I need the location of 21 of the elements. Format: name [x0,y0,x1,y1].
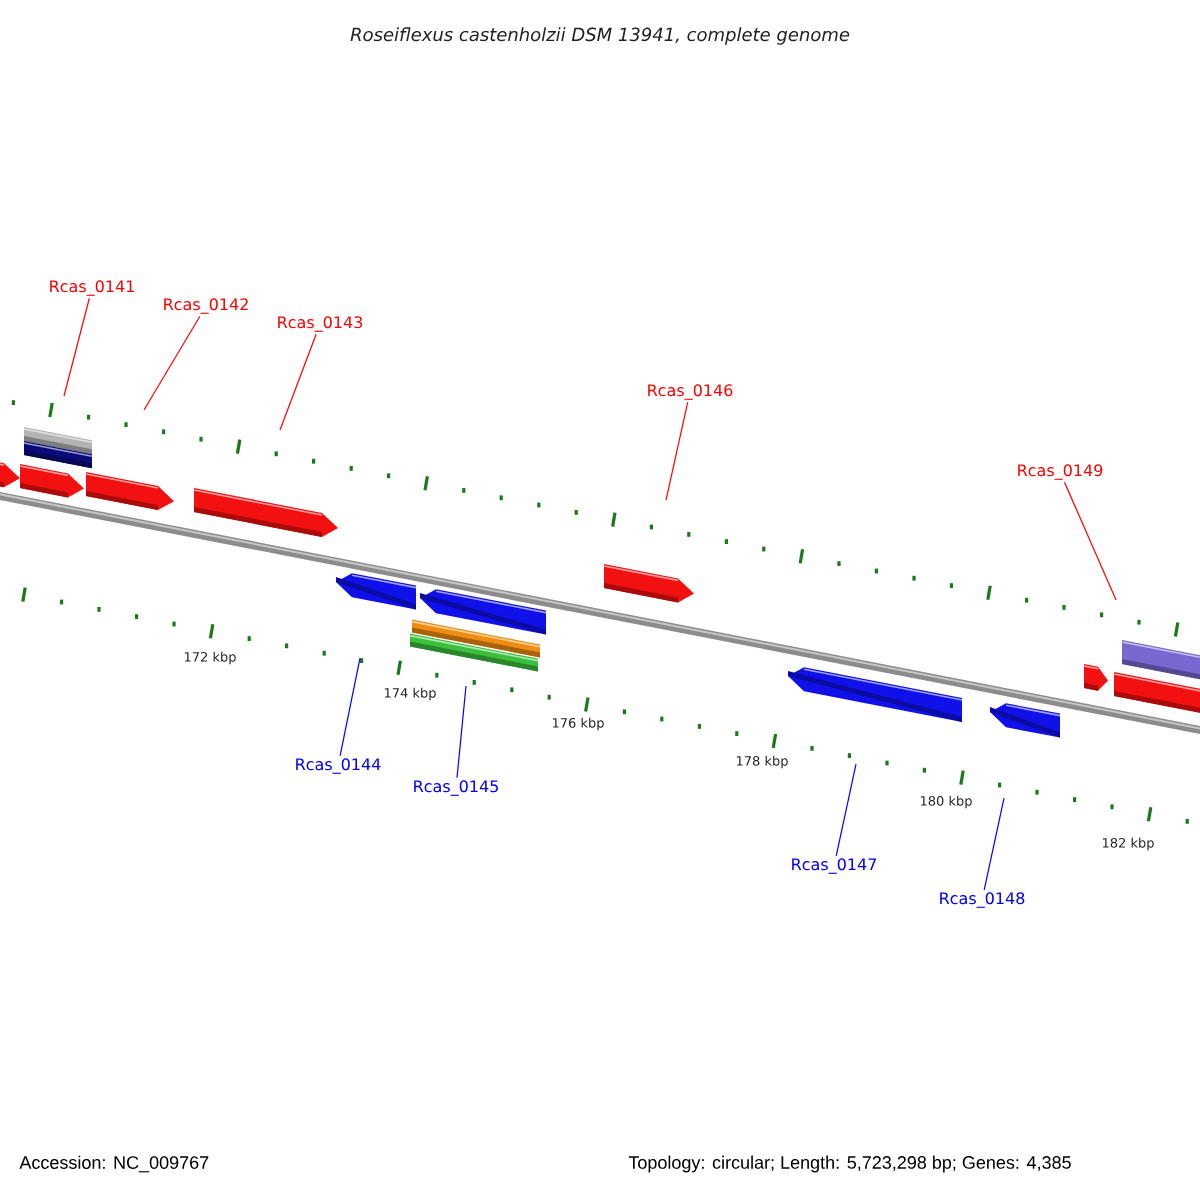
gene-label: Rcas_0141 [50,280,134,296]
leader-line [143,315,201,411]
title: Roseiflexus castenholzii DSM 13941, complete genome [350,27,850,45]
gene-label: Rcas_0145 [414,780,498,796]
gene-label: Rcas_0144 [296,758,381,774]
footer-text: Topology: circular; Length: 5,723,298 bp; Genes: 4,385 [628,1155,1071,1173]
footer-text: Accession: NC_009767 [19,1155,209,1173]
leader-line [339,657,361,757]
gene-label: Rcas_0143 [278,316,363,332]
leader-line [665,401,689,501]
leader-line [835,763,857,857]
gene-label: Rcas_0142 [164,298,248,314]
leader-line [63,297,90,397]
leader-line [1063,481,1117,601]
leader-line [456,685,467,779]
leader-line [983,797,1005,891]
gene-label: Rcas_0146 [648,384,733,400]
leader-line [279,333,317,431]
gene-label: Rcas_0148 [940,892,1025,908]
gene-label: Rcas_0147 [792,858,877,874]
gene-label: Rcas_0149 [1018,464,1103,480]
